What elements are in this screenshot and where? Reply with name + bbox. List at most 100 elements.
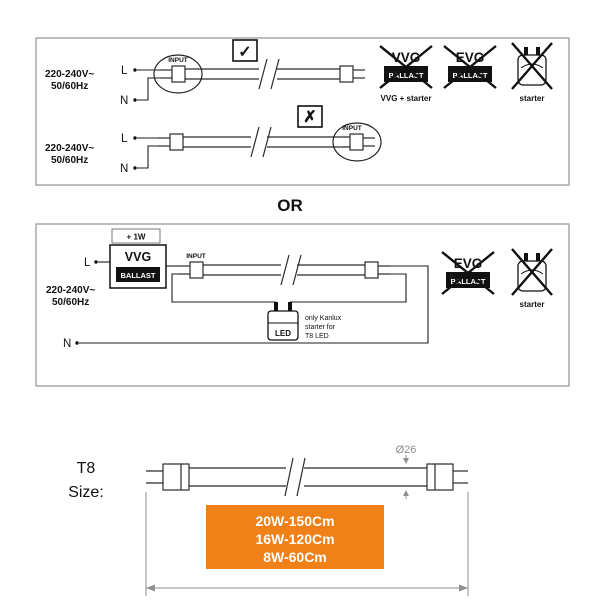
circuit-wires xyxy=(79,265,429,344)
panel2-ballast-wiring: + 1W VVG BALLAST L 220-240V~ 50/60Hz N xyxy=(35,223,570,387)
break-symbol xyxy=(292,254,302,286)
x-icon: ✗ xyxy=(303,109,316,126)
circuit-correct-wiring: 220-240V~ 50/60Hz L N xyxy=(45,39,365,107)
cross-out-icon xyxy=(441,251,495,295)
tube-end-cap xyxy=(162,463,190,491)
starter-pin xyxy=(288,302,292,311)
starter-caption: starter xyxy=(520,94,545,103)
starter-right-wire xyxy=(290,273,407,303)
break-symbol xyxy=(250,126,260,158)
svg-text:T8 LED: T8 LED xyxy=(305,333,329,340)
arrow-left-icon xyxy=(146,584,155,592)
neutral-wire xyxy=(137,145,158,169)
starter-banned-icon: starter xyxy=(511,248,553,309)
break-symbol xyxy=(262,126,272,158)
size-option: 8W-60Cm xyxy=(263,549,327,565)
svg-text:only Kanlux: only Kanlux xyxy=(305,315,342,322)
tube-end-cap xyxy=(169,133,184,151)
voltage-label: 220-240V~ xyxy=(45,143,94,154)
neutral-terminal-dot xyxy=(133,166,137,170)
frequency-label: 50/60Hz xyxy=(51,81,88,92)
led-tube xyxy=(160,58,365,90)
size-option: 16W-120Cm xyxy=(255,531,334,547)
size-options-background xyxy=(206,505,384,569)
starter-banned-icon: starter xyxy=(511,42,553,103)
voltage-label: 220-240V~ xyxy=(45,69,94,80)
svg-text:starter for: starter for xyxy=(305,324,336,331)
check-mark-box: ✓ xyxy=(232,39,258,62)
x-mark-box: ✗ xyxy=(297,105,323,128)
panel1-direct-wiring: 220-240V~ 50/60Hz L N xyxy=(35,37,570,186)
break-symbol xyxy=(258,58,268,90)
neutral-terminal-dot xyxy=(133,98,137,102)
starter-caption: starter xyxy=(520,300,545,309)
ballast-block xyxy=(448,66,492,82)
input-label: INPUT xyxy=(168,57,188,64)
live-label: L xyxy=(121,133,128,145)
length-dimension xyxy=(145,492,469,596)
arrow-down-icon xyxy=(403,458,409,464)
input-highlight-circle xyxy=(332,122,382,162)
starter-pin xyxy=(274,302,278,311)
neutral-label: N xyxy=(120,163,128,175)
vvg-ballast-box: VVG BALLAST xyxy=(109,244,167,289)
tube-end-cap xyxy=(339,65,354,83)
cross-out-icon xyxy=(379,45,433,89)
size-options-table: 20W-150Cm 16W-120Cm 8W-60Cm xyxy=(206,505,384,569)
live-terminal-dot xyxy=(133,136,137,140)
neutral-label: N xyxy=(63,338,71,350)
tube-end-cap xyxy=(426,463,454,491)
kanlux-starter-note: only Kanlux starter for T8 LED xyxy=(305,315,342,340)
neutral-label: N xyxy=(120,95,128,107)
evg-ballast-banned-icon: EVG BALLAST xyxy=(443,45,497,89)
t8-label: T8 xyxy=(77,460,96,477)
vvg-title: VVG xyxy=(125,250,151,264)
tube-size-drawing xyxy=(146,457,468,497)
ballast-block xyxy=(384,66,428,82)
starter-pin xyxy=(524,47,528,55)
arrow-right-icon xyxy=(459,584,468,592)
ballast-label: BALLAST xyxy=(389,71,424,80)
break-symbol xyxy=(270,58,280,90)
starter-pin xyxy=(524,253,528,261)
ballast-block xyxy=(116,267,160,282)
starter-body xyxy=(267,310,299,341)
ballast-label: BALLAST xyxy=(121,271,156,280)
starter-pin xyxy=(536,47,540,55)
or-label: OR xyxy=(277,196,303,215)
frequency-label: 50/60Hz xyxy=(52,297,89,308)
input-highlight-circle xyxy=(153,54,203,94)
led-tube xyxy=(178,254,390,286)
input-label: INPUT xyxy=(342,125,362,132)
tube-end-cap xyxy=(189,261,204,279)
size-label: Size: xyxy=(68,484,104,501)
led-starter-icon: LED xyxy=(267,302,299,341)
starter-body xyxy=(517,260,547,292)
input-label: INPUT xyxy=(186,253,206,260)
cross-out-icon xyxy=(443,45,497,89)
diameter-dimension: Ø26 xyxy=(396,444,417,499)
plus-1w-label: + 1W xyxy=(127,233,146,242)
vvg-caption: VVG + starter xyxy=(381,94,432,103)
circuit-wrong-wiring: 220-240V~ 50/60Hz L N xyxy=(45,105,382,175)
live-terminal-dot xyxy=(133,68,137,72)
cross-out-icon xyxy=(511,42,553,90)
size-option: 20W-150Cm xyxy=(255,513,334,529)
vvg-ballast-banned-icon: VVG BALLAST VVG + starter xyxy=(379,45,433,103)
ballast-block xyxy=(446,272,490,288)
tube-end-cap xyxy=(364,261,379,279)
neutral-return-wire xyxy=(79,265,429,344)
starter-pin xyxy=(536,253,540,261)
tube-end-cap xyxy=(349,133,364,151)
ballast-label: BALLAST xyxy=(451,277,486,286)
frequency-label: 50/60Hz xyxy=(51,155,88,166)
diameter-label: Ø26 xyxy=(396,444,417,456)
starter-left-wire xyxy=(171,273,276,303)
live-label: L xyxy=(121,65,128,77)
voltage-label: 220-240V~ xyxy=(46,285,95,296)
break-symbol xyxy=(280,254,290,286)
starter-led-label: LED xyxy=(275,329,291,338)
t8-size-section: T8 Size: Ø26 20W-150Cm xyxy=(68,444,469,596)
check-icon: ✓ xyxy=(238,44,251,61)
